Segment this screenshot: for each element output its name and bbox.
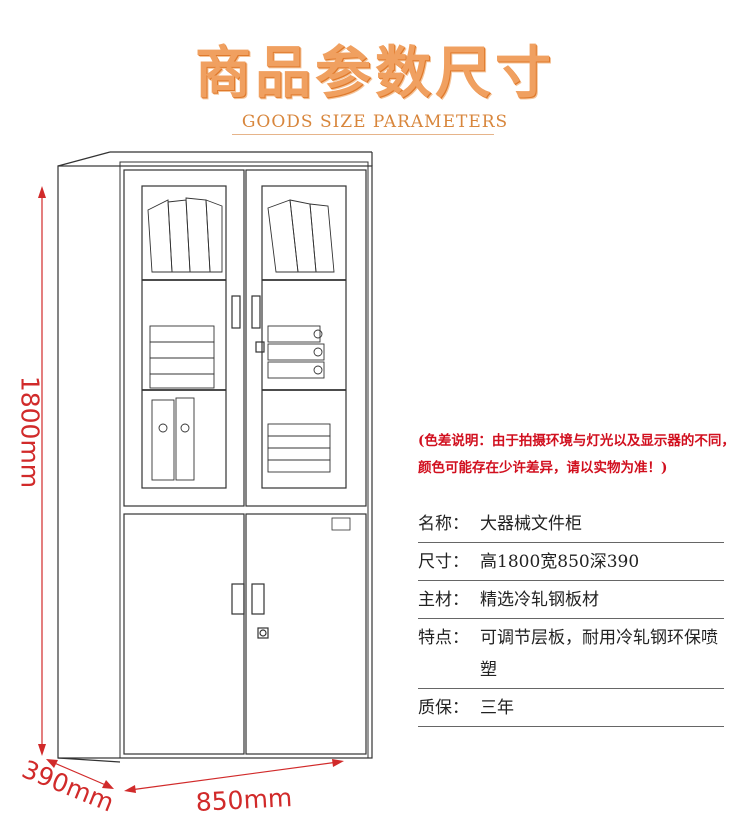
cabinet-body xyxy=(57,165,373,759)
glass-door-left xyxy=(123,169,245,507)
subtitle-underline xyxy=(232,134,494,135)
binders-middle xyxy=(149,325,325,389)
color-disclaimer-note: (色差说明：由于拍摄环境与灯光以及显示器的不同，颜色可能存在少许差异，请以实物为… xyxy=(418,433,735,476)
spec-row-warranty: 质保： 三年 xyxy=(418,689,724,727)
spec-value: 精选冷轧钢板材 xyxy=(480,590,599,610)
binders-bottom xyxy=(151,397,331,481)
spec-label: 尺寸： xyxy=(418,552,469,572)
spec-label: 名称： xyxy=(418,514,469,534)
upper-handles xyxy=(231,295,265,353)
spec-row-name: 名称： 大器械文件柜 xyxy=(418,505,724,543)
spec-row-material: 主材： 精选冷轧钢板材 xyxy=(418,581,724,619)
spec-label: 质保： xyxy=(418,698,469,718)
spec-value: 三年 xyxy=(480,698,514,718)
lower-door-left xyxy=(123,513,245,755)
page-subtitle: GOODS SIZE PARAMETERS xyxy=(241,112,509,132)
spec-label: 主材： xyxy=(418,590,469,610)
height-dimension-label: 1800mm xyxy=(15,375,45,489)
spec-table: 名称： 大器械文件柜 尺寸： 高1800宽850深390 主材： 精选冷轧钢板材… xyxy=(418,505,724,727)
width-dimension-label: 850mm xyxy=(195,782,293,818)
glass-door-right xyxy=(245,169,367,507)
spec-label: 特点： xyxy=(418,628,469,648)
dimension-lines xyxy=(38,186,344,793)
page-title: 商品参数尺寸 xyxy=(195,40,555,106)
shelves xyxy=(142,279,346,391)
spec-value: 高1800宽850深390 xyxy=(480,552,640,572)
lower-handles xyxy=(231,583,269,639)
spec-value: 可调节层板，耐用冷轧钢环保喷塑 xyxy=(480,628,718,680)
spec-row-features: 特点： 可调节层板，耐用冷轧钢环保喷塑 xyxy=(418,619,724,689)
spec-row-size: 尺寸： 高1800宽850深390 xyxy=(418,543,724,581)
books-top xyxy=(147,197,335,273)
spec-value: 大器械文件柜 xyxy=(480,514,582,534)
lower-door-right xyxy=(245,513,367,755)
